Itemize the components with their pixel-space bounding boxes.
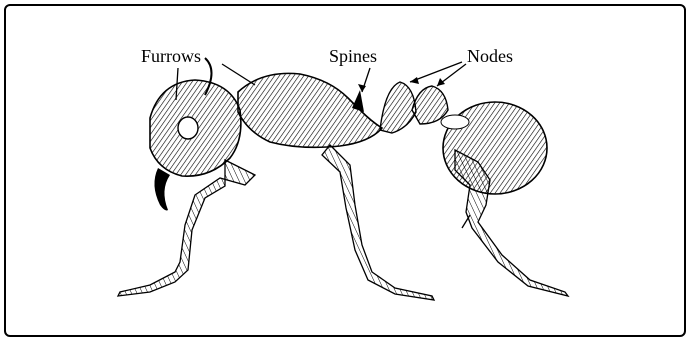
ant-gaster bbox=[441, 102, 547, 194]
hind-leg-lower bbox=[462, 215, 470, 228]
ant-thorax bbox=[238, 73, 382, 147]
label-spines: Spines bbox=[329, 47, 377, 65]
ant-eye bbox=[178, 117, 198, 139]
front-leg bbox=[118, 160, 255, 296]
ant-mandible bbox=[154, 168, 170, 210]
ant-nodes bbox=[380, 82, 448, 133]
ant-head bbox=[150, 58, 241, 210]
label-furrows: Furrows bbox=[141, 47, 201, 65]
middle-leg bbox=[322, 145, 434, 300]
node-1 bbox=[380, 82, 416, 133]
furrows-leader-2 bbox=[222, 64, 255, 85]
label-nodes: Nodes bbox=[467, 47, 513, 65]
nodes-leader-1 bbox=[410, 62, 462, 82]
